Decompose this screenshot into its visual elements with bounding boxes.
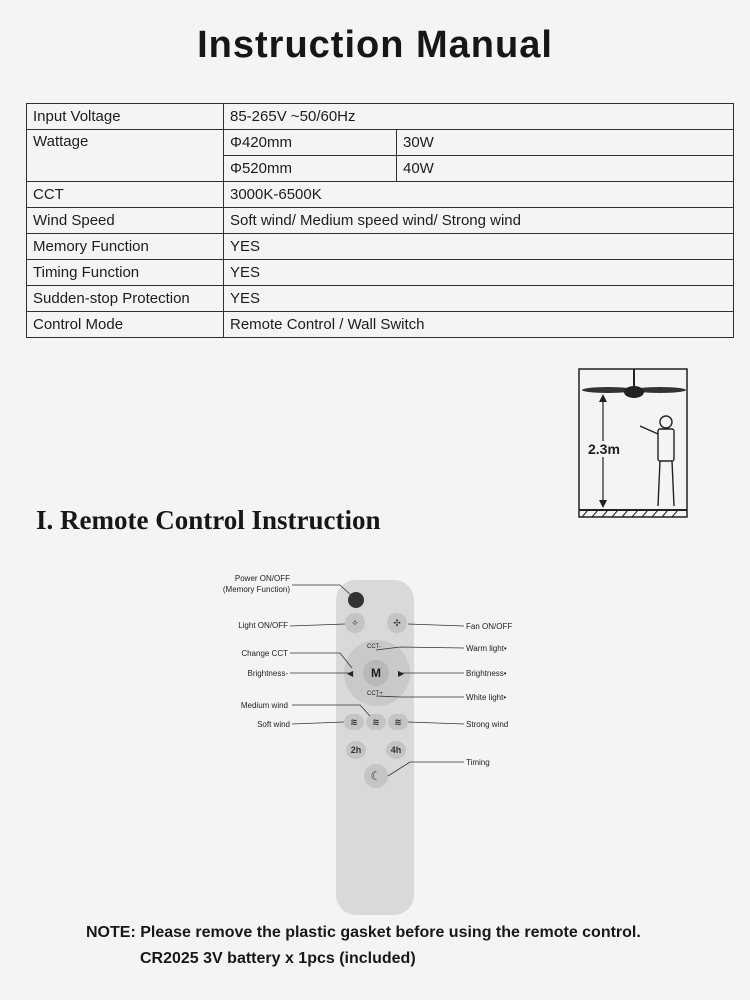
spec-label: Memory Function [26, 233, 224, 260]
brightness-minus-icon: ◀ [347, 669, 354, 678]
table-row: Wattage Φ420mm 30W [26, 129, 734, 182]
brightness-plus-icon: ▶ [398, 669, 405, 678]
spec-label: Timing Function [26, 259, 224, 286]
note-line-2: CR2025 3V battery x 1pcs (included) [140, 950, 416, 967]
strong-wind-icon: ≋ [388, 714, 408, 730]
note-line-1: NOTE: Please remove the plastic gasket b… [86, 924, 641, 941]
spec-value: 3000K-6500K [223, 181, 734, 208]
page-title: Instruction Manual [197, 24, 553, 66]
table-row: Timing Function YES [26, 259, 734, 286]
label-warm-light: Warm light• [466, 644, 507, 653]
spec-value: 40W [396, 155, 734, 182]
label-brightness-minus: Brightness- [247, 669, 288, 678]
label-brightness-plus: Brightness• [466, 669, 507, 678]
table-row: Memory Function YES [26, 233, 734, 260]
table-row: Control Mode Remote Control / Wall Switc… [26, 311, 734, 338]
cct-minus-label: CCT- [367, 644, 381, 650]
label-timing: Timing [466, 758, 490, 767]
spec-value: 30W [396, 129, 734, 156]
table-row: CCT 3000K-6500K [26, 181, 734, 208]
table-row: Input Voltage 85-265V ~50/60Hz [26, 103, 734, 130]
label-fan-onoff: Fan ON/OFF [466, 622, 513, 631]
spec-value: Soft wind/ Medium speed wind/ Strong win… [223, 207, 734, 234]
m-button: M [363, 660, 389, 686]
label-strong-wind: Strong wind [466, 720, 509, 729]
spec-label: Control Mode [26, 311, 224, 338]
label-power: Power ON/OFF [234, 574, 290, 583]
height-label: 2.3m [586, 441, 622, 457]
timer-2h-button: 2h [346, 741, 366, 759]
spec-value: YES [223, 233, 734, 260]
spec-label: Sudden-stop Protection [26, 285, 224, 312]
label-memory-function: (Memory Function) [222, 585, 290, 594]
spec-table: Input Voltage 85-265V ~50/60Hz Wattage Φ… [26, 103, 734, 338]
label-medium-wind: Medium wind [240, 701, 288, 710]
spec-value: Φ520mm [223, 155, 397, 182]
label-soft-wind: Soft wind [257, 720, 290, 729]
fan-button-icon: ✣ [387, 613, 407, 633]
soft-wind-icon: ≋ [344, 714, 364, 730]
spec-value: YES [223, 259, 734, 286]
table-row: Φ520mm 40W [27, 155, 734, 182]
fan-blade-icon [582, 387, 634, 393]
light-button-icon: ✧ [345, 613, 365, 633]
spec-label: Input Voltage [26, 103, 224, 130]
person-icon [639, 415, 675, 507]
timer-4h-button: 4h [386, 741, 406, 759]
medium-wind-icon: ≋ [366, 714, 386, 730]
label-white-light: White light• [466, 693, 507, 702]
timing-moon-icon: ☾ [364, 764, 388, 788]
installation-height-diagram [578, 368, 688, 518]
table-row: Sudden-stop Protection YES [26, 285, 734, 312]
section-heading: I. Remote Control Instruction [36, 505, 381, 535]
label-light-onoff: Light ON/OFF [238, 621, 288, 630]
spec-value: Remote Control / Wall Switch [223, 311, 734, 338]
label-change-cct: Change CCT [241, 649, 288, 658]
spec-label: Wattage [26, 129, 224, 182]
cct-plus-label: CCT+ [367, 691, 383, 697]
spec-label: Wind Speed [26, 207, 224, 234]
table-row: Wind Speed Soft wind/ Medium speed wind/… [26, 207, 734, 234]
spec-value: YES [223, 285, 734, 312]
